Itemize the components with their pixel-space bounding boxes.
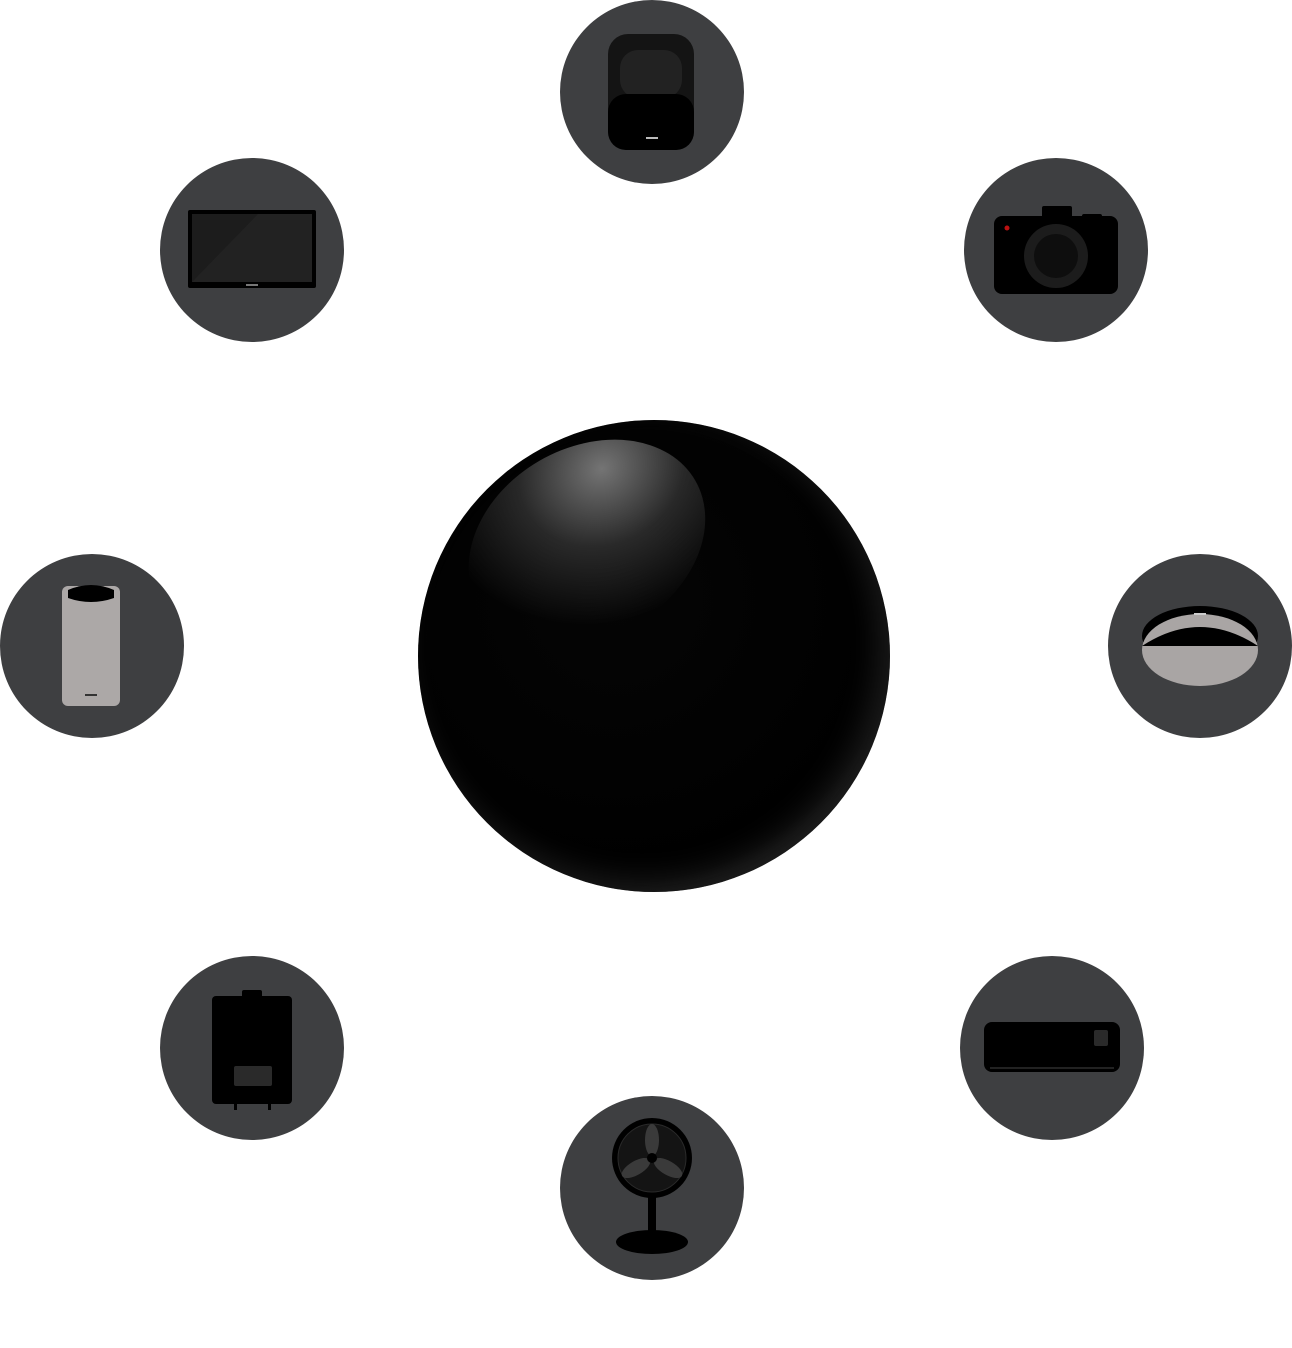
- camera-icon: [994, 206, 1118, 294]
- device-water-heater[interactable]: [160, 956, 344, 1140]
- air-purifier-icon: [608, 34, 694, 150]
- device-television[interactable]: [160, 158, 344, 342]
- device-fan[interactable]: [560, 1096, 744, 1280]
- central-hub-button[interactable]: [418, 398, 890, 892]
- hub-highlight: [431, 398, 743, 688]
- tv-label: 电: [204, 382, 234, 417]
- water-heater-icon: [212, 990, 292, 1110]
- fan-icon: [612, 1118, 692, 1254]
- ceiling-light-icon: [1142, 606, 1258, 686]
- device-ceiling-light[interactable]: [1108, 554, 1292, 738]
- device-camera[interactable]: [964, 158, 1148, 342]
- air-purifier-icon: [62, 585, 120, 706]
- purifier-label: 净化器: [80, 784, 170, 819]
- device-air-conditioner[interactable]: [960, 956, 1144, 1140]
- tv-icon: [188, 210, 316, 288]
- device-air-purifier-top[interactable]: [560, 0, 744, 184]
- device-air-purifier[interactable]: [0, 554, 184, 738]
- air-conditioner-icon: [984, 1022, 1120, 1072]
